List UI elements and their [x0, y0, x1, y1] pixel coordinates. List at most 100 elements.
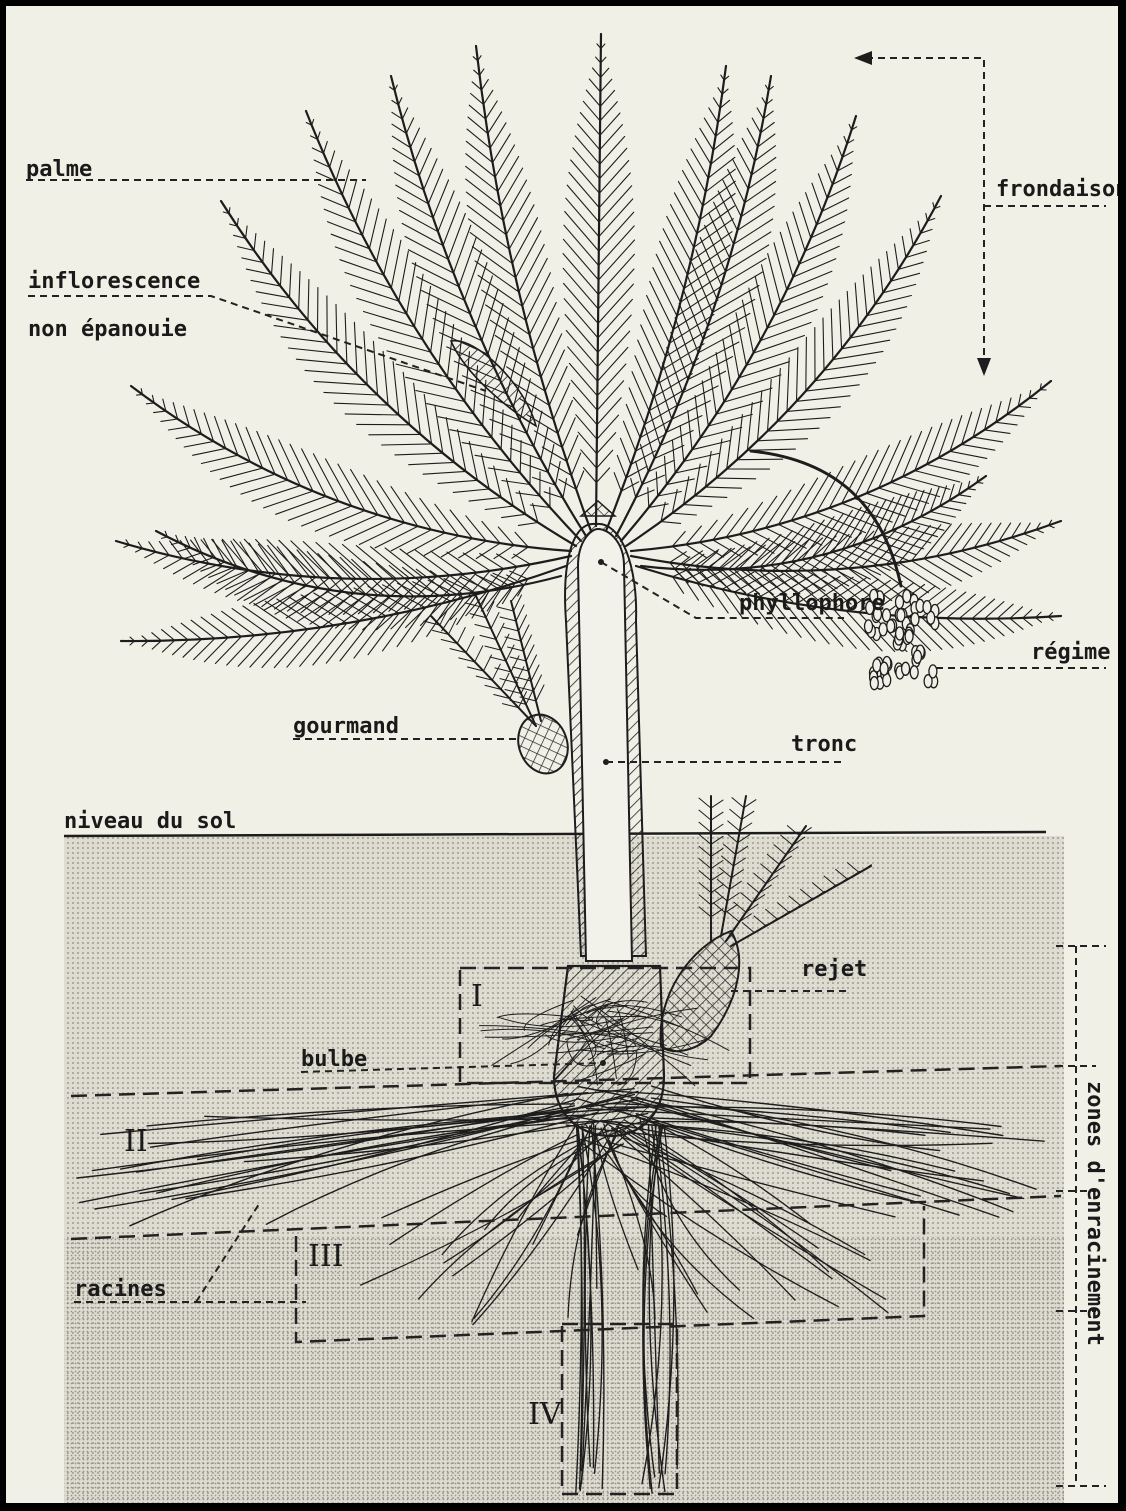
- gourmand-leaflet: [529, 655, 537, 671]
- frond-leaflet: [949, 554, 982, 572]
- label-phyllophore: phyllophore: [739, 591, 885, 616]
- frond-leaflet: [329, 543, 369, 579]
- frond-leaflet: [887, 252, 891, 282]
- frond-leaflet: [752, 531, 790, 551]
- frond-leaflet: [415, 138, 426, 162]
- frond-leaflet: [797, 396, 851, 402]
- frond-leaflet: [246, 226, 248, 238]
- frond-leaflet: [400, 549, 436, 577]
- frond-leaflet: [1010, 607, 1023, 619]
- date-palm-diagram: I II III IV zones d'enracinement frondai…: [6, 6, 1118, 1503]
- frond-leaflet: [488, 112, 502, 134]
- frond-leaflet: [161, 419, 178, 421]
- frond-leaflet: [747, 128, 758, 147]
- frond-leaflet: [145, 552, 156, 558]
- frond-leaflet: [972, 599, 995, 619]
- frond-leaflet: [959, 619, 984, 642]
- frond-leaflet: [617, 455, 626, 478]
- frond-leaflet: [194, 639, 215, 660]
- frond-leaflet: [742, 138, 755, 161]
- frond-leaflet: [364, 332, 367, 385]
- frond-leaflet: [768, 380, 772, 432]
- trunk-core: [578, 529, 632, 961]
- rejet-leaflet: [699, 810, 711, 820]
- zone-IV-label: IV: [528, 1397, 563, 1432]
- date-fruit: [880, 662, 888, 675]
- frond-leaflet: [1018, 406, 1030, 407]
- frond-leaflet: [315, 511, 365, 532]
- frond-leaflet: [799, 202, 811, 238]
- frond-leaflet: [232, 609, 268, 634]
- frond-leaflet: [823, 318, 824, 370]
- zones-label: zones d'enracinement: [1082, 1081, 1107, 1346]
- gourmand-leaflet: [492, 664, 500, 680]
- frond-leaflet: [522, 258, 547, 306]
- frond-leaflet: [839, 300, 841, 349]
- frond-leaflet: [422, 286, 430, 339]
- frond-leaflet: [254, 583, 295, 605]
- frond-leaflet: [599, 186, 632, 222]
- frond-leaflet: [673, 441, 676, 473]
- gourmand-leaflet: [457, 628, 465, 644]
- frond-leaflet: [279, 440, 301, 486]
- frond-leaflet: [704, 118, 715, 136]
- frond-leaflet: [173, 640, 189, 655]
- frond-leaflet: [598, 315, 631, 352]
- frond-leaflet: [806, 193, 817, 225]
- frond-leaflet: [243, 606, 281, 633]
- frond-leaflet: [518, 523, 538, 526]
- frond-leaflet: [369, 209, 378, 249]
- frond-leaflet: [874, 527, 909, 566]
- frond-leaflet: [762, 98, 766, 105]
- frond-leaflet: [895, 244, 899, 269]
- frond-leaflet: [623, 421, 635, 451]
- frond-leaflet: [716, 439, 722, 478]
- frond-leaflet: [747, 403, 752, 451]
- frond-leaflet: [599, 173, 630, 208]
- frond-leaflet: [356, 189, 365, 222]
- frond-leaflet: [453, 489, 489, 492]
- diagram-frame: I II III IV zones d'enracinement frondai…: [6, 6, 1118, 1503]
- date-fruit: [914, 650, 922, 663]
- frond-leaflet: [727, 427, 733, 469]
- frond-leaflet: [831, 309, 833, 360]
- frond-leaflet: [402, 108, 407, 119]
- frond-leaflet: [250, 633, 281, 668]
- frond-leaflet: [500, 168, 522, 206]
- date-fruit: [905, 630, 913, 643]
- frond-leaflet: [750, 535, 781, 568]
- date-fruit: [910, 666, 918, 679]
- phyllophore-tip: [581, 501, 615, 516]
- frond-leaflet: [398, 98, 401, 105]
- frond-leaflet: [162, 537, 168, 539]
- frond-leaflet: [899, 563, 940, 590]
- frond-leaflet: [565, 315, 598, 353]
- frond-leaflet: [793, 212, 805, 251]
- frond-leaflet: [601, 68, 609, 77]
- rejet-leaflet: [711, 812, 723, 820]
- frond-leaflet: [288, 501, 338, 520]
- frond-leaflet: [469, 498, 501, 502]
- frond-leaflet: [721, 547, 750, 569]
- date-fruit: [896, 627, 904, 640]
- frond-leaflet: [597, 415, 619, 439]
- frond-leaflet: [254, 234, 256, 251]
- frond-leaflet: [757, 108, 763, 119]
- gourmand-leaflet: [508, 647, 524, 651]
- rejet-leaflet: [699, 798, 711, 808]
- frond-leaflet: [375, 526, 418, 548]
- frond-leaflet: [566, 331, 597, 367]
- frond-leaflet: [833, 351, 883, 359]
- frondaison-bracket: [866, 58, 984, 366]
- gourmand-leaflet: [505, 637, 521, 641]
- frond-leaflet: [863, 275, 867, 316]
- frond-leaflet: [152, 633, 162, 641]
- frond-leaflet: [586, 90, 600, 106]
- frond-leaflet: [958, 495, 970, 497]
- gourmand-base: [510, 708, 576, 781]
- frond-leaflet: [377, 219, 387, 262]
- frond-leaflet: [168, 427, 189, 430]
- frond-leaflet: [600, 90, 614, 106]
- frond-leaflet: [1029, 398, 1037, 399]
- frond-leaflet: [927, 464, 970, 474]
